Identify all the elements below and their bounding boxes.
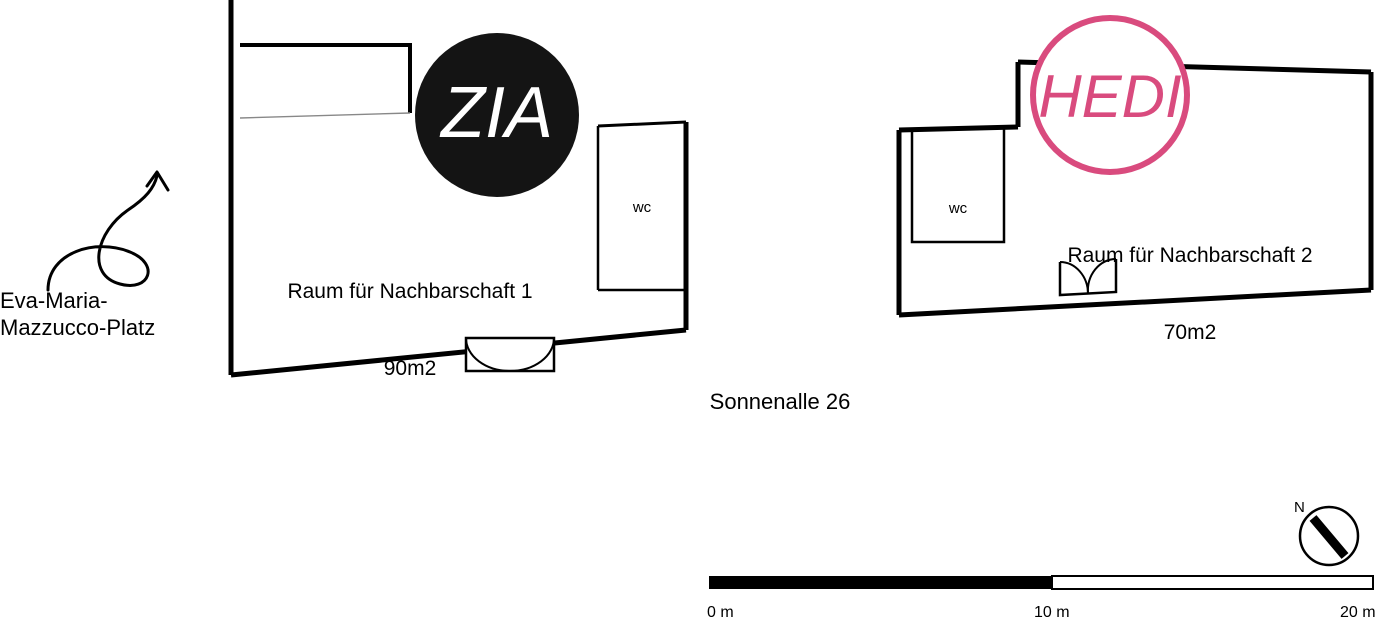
wc-label-2: wc [948,200,968,217]
compass-north-label: N [1294,499,1305,516]
arrow-head [145,170,170,192]
scale-bar [709,575,1374,590]
square-label: Eva-Maria-Mazzucco-Platz [0,288,156,340]
door-swing-left [464,336,556,373]
platz-arrow [46,170,170,292]
room-label-1: Raum für Nachbarschaft 1 90m2 [250,228,570,433]
scale-tick-20: 20 m [1340,604,1376,621]
wc-label-1: wc [632,199,652,216]
badge-hedi: HEDI [1030,15,1190,175]
wall-step-horizontal [898,124,1019,133]
scale-bar-empty [1051,575,1374,590]
room-label-2: Raum für Nachbarschaft 2 70m2 [1030,192,1350,397]
wall-inner-thin-left [239,112,411,119]
wall-inner-notch-left [240,43,412,113]
scale-tick-0: 0 m [707,604,734,621]
wall-wc-top-left [597,120,687,128]
building-left-outline [228,0,689,378]
street-label: Sonnenalle 26 [709,389,851,414]
compass-rose [1298,505,1360,567]
room-2-name: Raum für Nachbarschaft 2 [1067,244,1313,268]
compass-needle [1309,515,1349,559]
badge-hedi-label: HEDI [1038,63,1181,130]
scale-tick-10: 10 m [1034,604,1070,621]
badge-zia-circle [415,33,579,197]
room-1-name: Raum für Nachbarschaft 1 [287,280,533,304]
badge-hedi-circle [1030,15,1190,175]
room-2-area: 70m2 [1163,321,1217,345]
door-swing-right [1058,257,1118,297]
badge-zia: ZIA [415,33,579,197]
wall-bottom-right-building [898,287,1372,318]
badge-zia-label: ZIA [439,73,553,153]
scale-bar-filled [709,576,1052,589]
wall-wc-right [910,128,1006,244]
room-1-area: 90m2 [383,357,437,381]
wall-bottom-left-building [230,327,687,378]
